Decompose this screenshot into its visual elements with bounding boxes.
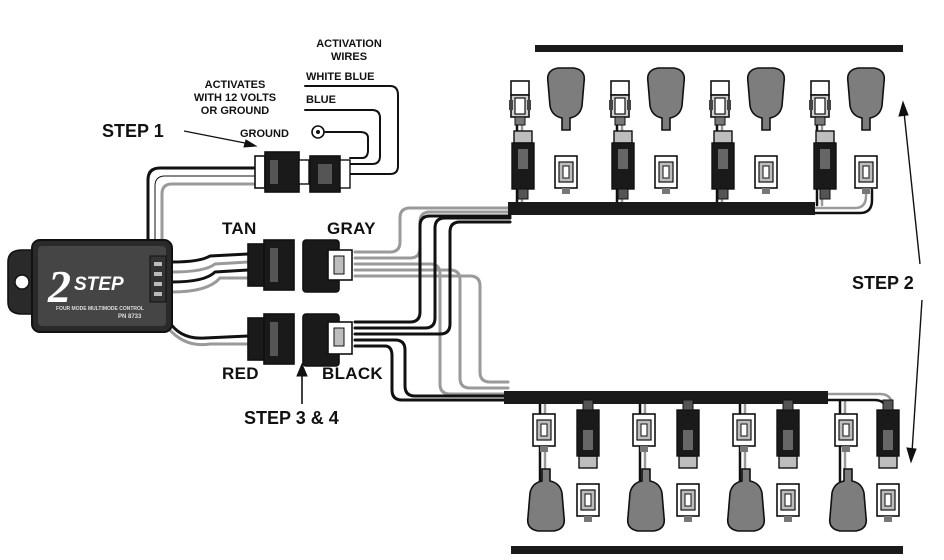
module-brand-word: STEP [74, 274, 124, 295]
ground-ring-terminal [311, 125, 325, 139]
white-blue-label: WHITE BLUE [306, 71, 375, 83]
top-upper-rail [535, 45, 903, 52]
black-harness [353, 214, 512, 402]
gray-connector [302, 239, 353, 293]
black-label: BLACK [322, 364, 383, 383]
step-2-label: STEP 2 [852, 273, 914, 293]
module-leads [166, 252, 250, 347]
bottom-cylinder-bank [526, 399, 900, 532]
activation-wires-line1: ACTIVATION [316, 38, 382, 50]
ignition-control-module: 2 STEP FOUR MODE MULTIMODE CONTROL PN 87… [7, 239, 173, 333]
top-lower-rail [508, 202, 815, 215]
black-connector [302, 313, 353, 367]
activates-label: ACTIVATES WITH 12 VOLTS OR GROUND [180, 79, 290, 118]
activates-line2: WITH 12 VOLTS [193, 92, 277, 104]
arrow-head-icon [296, 362, 308, 377]
activation-connector-female [309, 155, 351, 193]
bottom-lower-rail [511, 546, 903, 554]
module-connector-pins [149, 255, 167, 303]
activation-connector-male [254, 151, 310, 193]
activates-line1: ACTIVATES [204, 79, 266, 91]
activates-line3: OR GROUND [200, 105, 270, 117]
ground-label: GROUND [240, 128, 289, 140]
arrow-head-icon [243, 139, 258, 148]
step-1-label: STEP 1 [102, 121, 164, 141]
module-brand-number: 2 [47, 261, 71, 312]
activation-harness [146, 166, 257, 252]
tan-label: TAN [222, 219, 257, 238]
arrow-head-icon [906, 447, 917, 464]
activation-wires-line2: WIRES [330, 51, 368, 63]
step-3-4-label: STEP 3 & 4 [244, 408, 339, 428]
gray-label: GRAY [327, 219, 376, 238]
bottom-upper-rail [504, 391, 828, 404]
activation-wires-label: ACTIVATION WIRES [305, 38, 393, 64]
module-tagline: FOUR MODE MULTIMODE CONTROL [56, 306, 144, 312]
blue-label: BLUE [306, 94, 336, 106]
red-connector [247, 313, 295, 365]
red-label: RED [222, 364, 259, 383]
module-part-number: PN 8733 [118, 314, 142, 320]
annotation-arrows [183, 85, 923, 464]
tan-connector [247, 239, 295, 291]
arrow-head-icon [898, 100, 909, 117]
mount-hole-icon [14, 274, 30, 290]
top-cylinder-bank [508, 67, 886, 200]
gray-harness [353, 206, 512, 396]
